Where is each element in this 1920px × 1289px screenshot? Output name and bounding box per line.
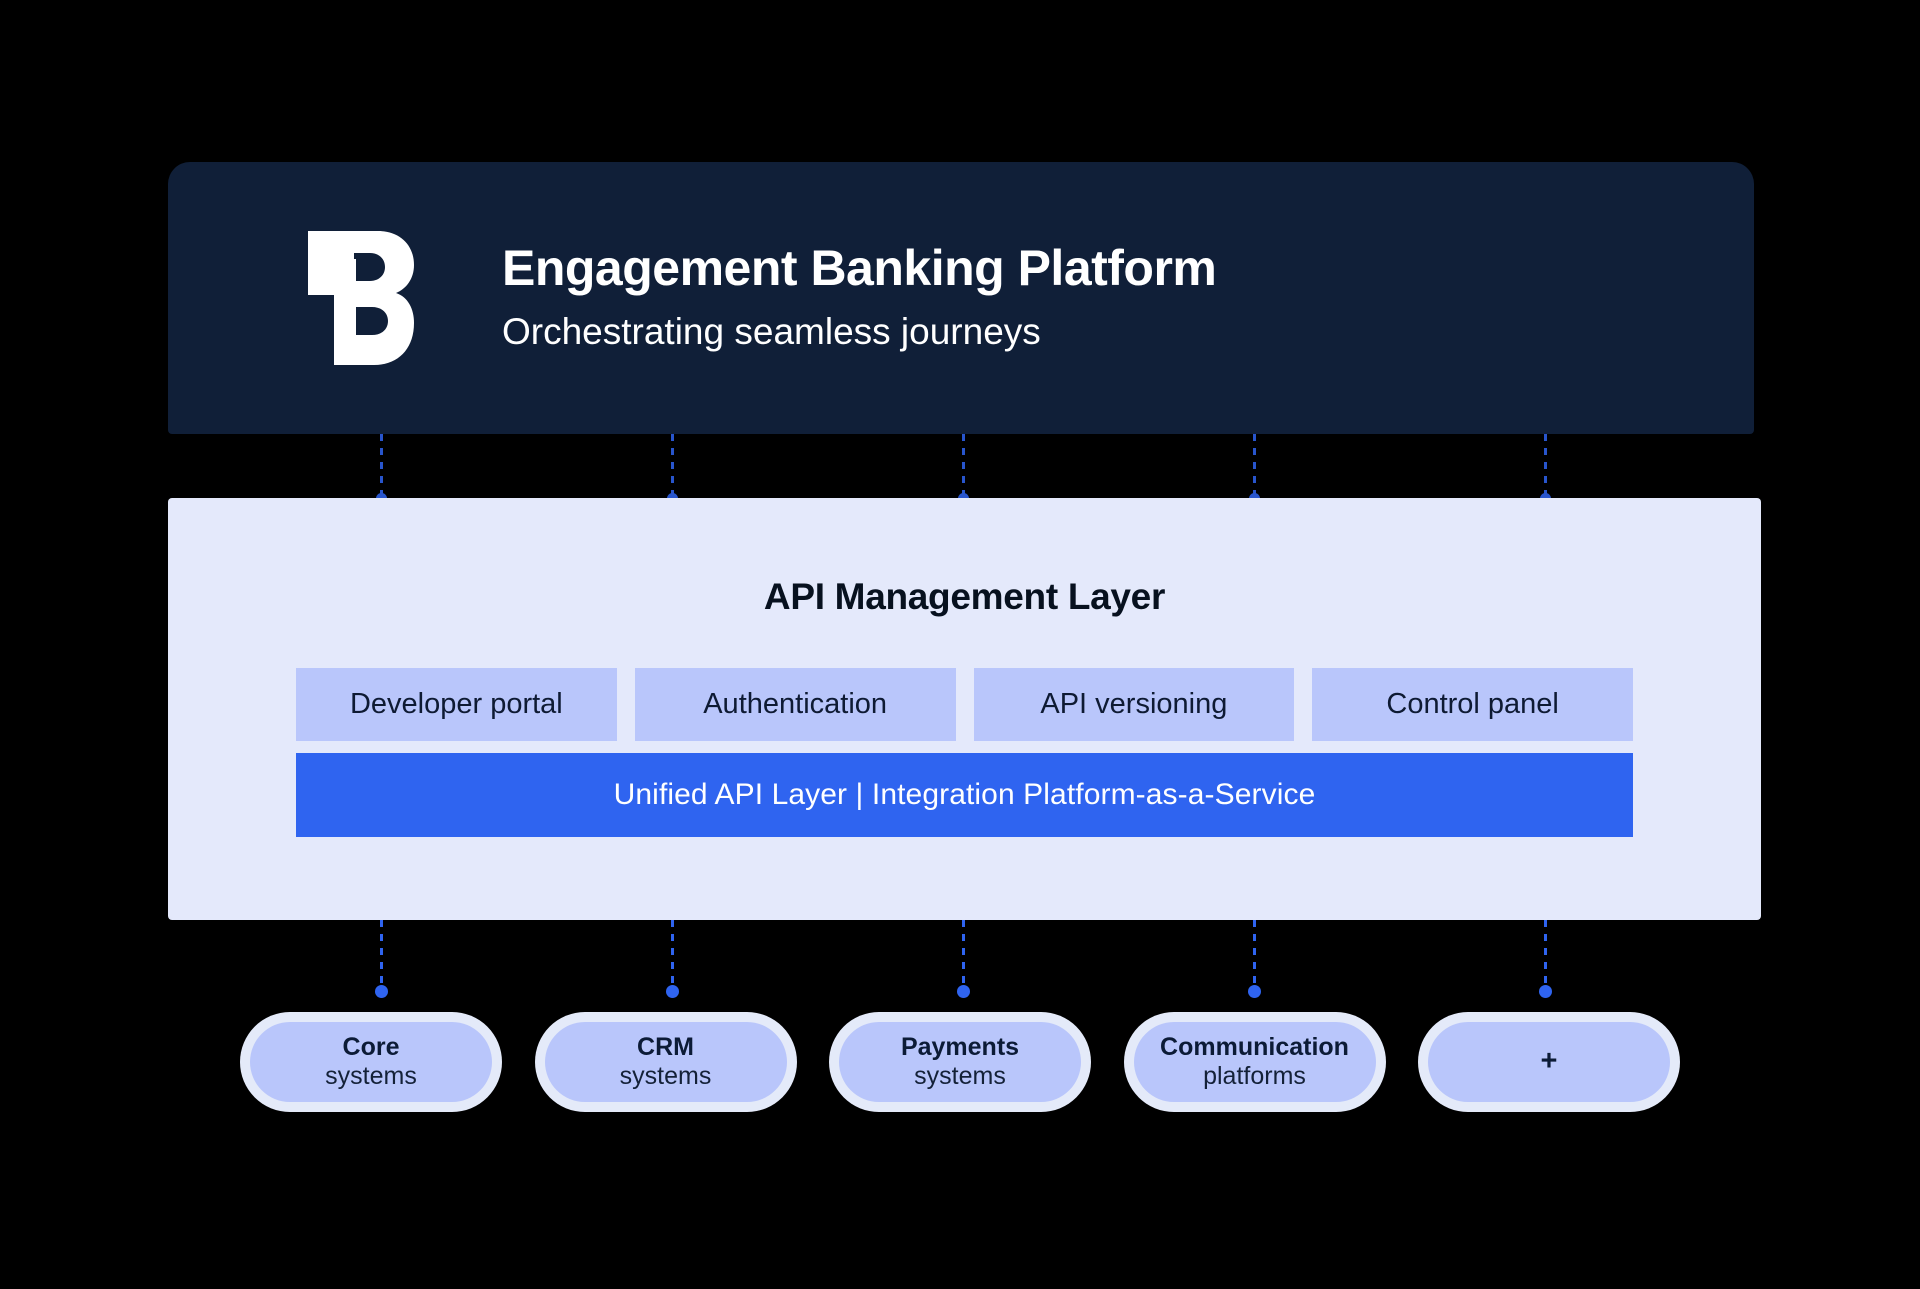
connector-api-to-system-4 — [1248, 920, 1261, 998]
system-node-payments-title: Payments — [900, 1033, 1020, 1061]
system-node-communication-subtitle: platforms — [1203, 1062, 1306, 1090]
system-node-core-body: Core systems — [250, 1022, 492, 1102]
system-node-payments-body: Payments systems — [839, 1022, 1081, 1102]
connector-header-to-api-2 — [667, 434, 678, 504]
connector-header-to-api-5 — [1540, 434, 1551, 504]
api-panel-title: API Management Layer — [763, 576, 1166, 617]
system-node-payments-subtitle: systems — [914, 1062, 1006, 1090]
platform-header-card: Engagement Banking Platform Orchestratin… — [168, 162, 1754, 434]
connector-api-to-system-5 — [1539, 920, 1552, 998]
system-node-core-title: Core — [342, 1033, 400, 1061]
connector-header-to-api-1 — [376, 434, 387, 504]
system-node-communication-body: Communication platforms — [1133, 1022, 1376, 1102]
header-text-block: Engagement Banking Platform Orchestratin… — [502, 239, 1217, 356]
system-node-crm-subtitle: systems — [619, 1062, 712, 1090]
system-node-crm[interactable]: CRM systems — [534, 1012, 797, 1112]
system-node-crm-title: CRM — [637, 1033, 694, 1061]
connector-api-to-system-3 — [957, 920, 970, 998]
system-node-core-subtitle: systems — [325, 1062, 417, 1090]
system-node-core[interactable]: Core systems — [240, 1012, 502, 1112]
system-node-communication[interactable]: Communication platforms — [1123, 1012, 1386, 1112]
system-node-add-more[interactable]: + — [1418, 1012, 1680, 1112]
connector-api-to-system-2 — [666, 920, 679, 998]
system-node-crm-body: CRM systems — [544, 1022, 787, 1102]
connector-api-to-system-1 — [375, 920, 388, 998]
unified-api-layer-bar[interactable]: Unified API Layer | Integration Platform… — [296, 753, 1633, 837]
backbase-b-logo-icon — [298, 223, 418, 373]
page-title: Engagement Banking Platform — [502, 239, 1217, 296]
plus-icon: + — [1540, 1045, 1558, 1078]
page-subtitle: Orchestrating seamless journeys — [502, 310, 1041, 352]
api-feature-authentication[interactable]: Authentication — [634, 668, 956, 741]
system-node-communication-title: Communication — [1160, 1033, 1349, 1061]
system-node-add-more-body: + — [1428, 1022, 1670, 1102]
api-feature-control-panel[interactable]: Control panel — [1312, 668, 1633, 741]
api-management-layer-panel: API Management Layer Developer portal Au… — [168, 498, 1761, 920]
system-node-row: Core systems CRM systems Payments system… — [240, 1012, 1680, 1112]
connector-header-to-api-3 — [958, 434, 969, 504]
api-feature-developer-portal[interactable]: Developer portal — [296, 668, 617, 741]
api-feature-box-row: Developer portal Authentication API vers… — [296, 668, 1633, 741]
connector-header-to-api-4 — [1249, 434, 1260, 504]
system-node-payments[interactable]: Payments systems — [829, 1012, 1091, 1112]
api-feature-api-versioning[interactable]: API versioning — [973, 668, 1295, 741]
